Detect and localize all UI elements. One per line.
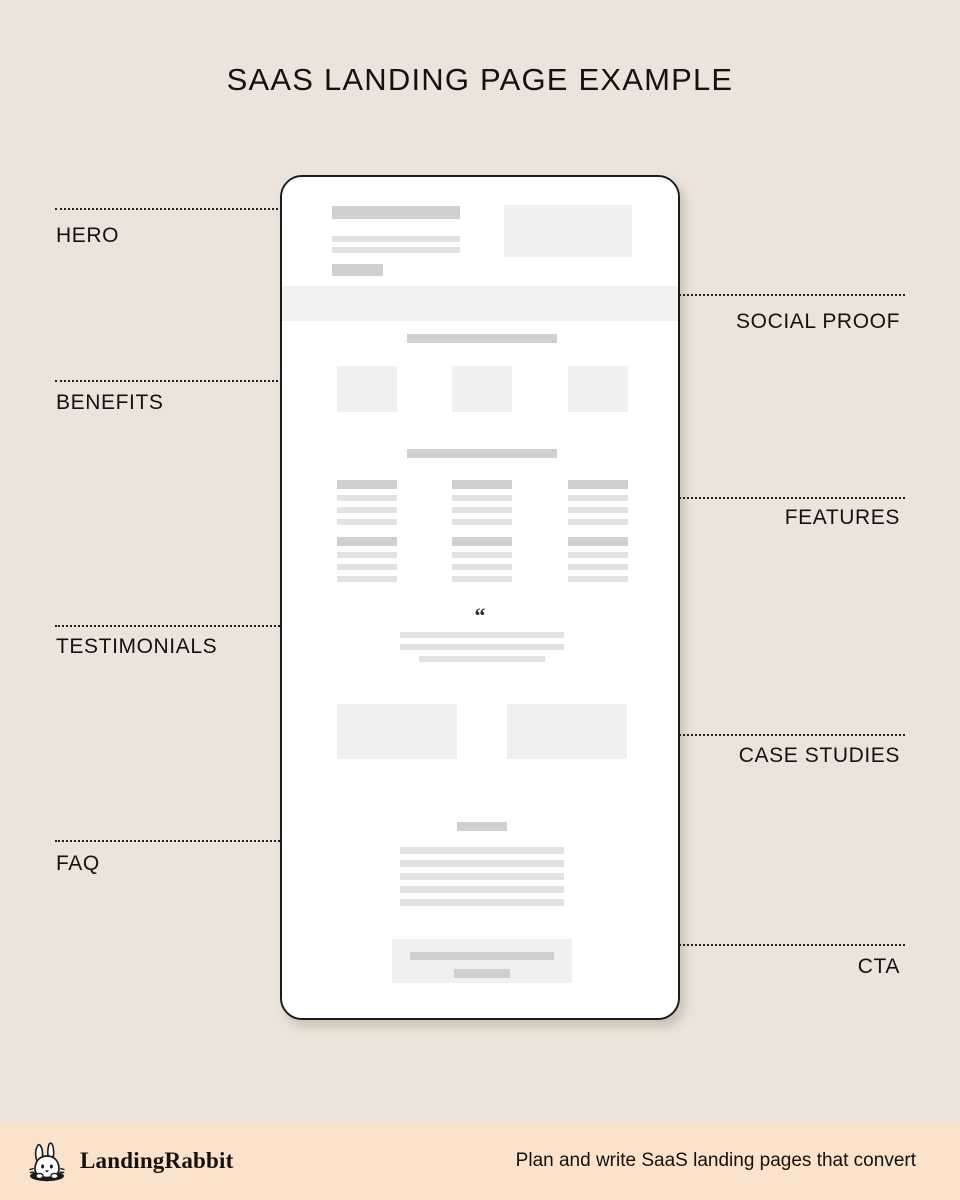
wireframe-feature-heading xyxy=(568,480,628,489)
wireframe-feature-line xyxy=(337,495,397,501)
wireframe-feature-line xyxy=(568,564,628,570)
wireframe-screen: “ xyxy=(282,177,678,1018)
annotation-label-features: FEATURES xyxy=(784,506,900,529)
wireframe-hero-button xyxy=(332,264,383,276)
leader-line-faq xyxy=(55,840,320,842)
footer-tagline: Plan and write SaaS landing pages that c… xyxy=(515,1150,916,1171)
wireframe-hero-heading xyxy=(332,206,460,219)
annotation-label-cta: CTA xyxy=(857,955,900,978)
wireframe-feature-heading xyxy=(337,480,397,489)
wireframe-testimonial-line xyxy=(400,644,564,650)
wireframe-faq-heading xyxy=(457,822,507,831)
wireframe-feature-line xyxy=(568,519,628,525)
wireframe-feature-line xyxy=(337,519,397,525)
wireframe-faq-row xyxy=(400,860,564,867)
rabbit-icon xyxy=(24,1139,70,1183)
wireframe-cta-heading xyxy=(410,952,554,960)
brand-lockup: LandingRabbit xyxy=(24,1139,233,1183)
wireframe-feature-line xyxy=(337,564,397,570)
wireframe-feature-heading xyxy=(337,537,397,546)
wireframe-case-study-card xyxy=(337,704,457,759)
leader-line-hero xyxy=(55,208,310,210)
wireframe-testimonial-line xyxy=(419,656,545,662)
wireframe-social-proof-band xyxy=(282,286,678,321)
wireframe-faq-row xyxy=(400,847,564,854)
wireframe-feature-line xyxy=(452,519,512,525)
wireframe-feature-line xyxy=(568,495,628,501)
wireframe-testimonial-line xyxy=(400,632,564,638)
wireframe-feature-line xyxy=(452,576,512,582)
wireframe-feature-heading xyxy=(452,480,512,489)
wireframe-feature-line xyxy=(337,576,397,582)
leader-line-benefits xyxy=(55,380,310,382)
wireframe-hero-image xyxy=(504,205,632,257)
wireframe-features-heading xyxy=(407,449,557,458)
wireframe-benefit-card xyxy=(568,366,628,412)
wireframe-benefits-heading xyxy=(407,334,557,343)
annotation-label-hero: HERO xyxy=(56,224,120,247)
leader-line-social-proof xyxy=(640,294,905,296)
wireframe-faq-row xyxy=(400,873,564,880)
wireframe-feature-line xyxy=(568,576,628,582)
annotation-label-case-studies: CASE STUDIES xyxy=(738,744,900,767)
footer-bar: LandingRabbit Plan and write SaaS landin… xyxy=(0,1122,960,1200)
leader-line-case-studies xyxy=(640,734,905,736)
annotation-label-testimonials: TESTIMONIALS xyxy=(56,635,218,658)
annotation-label-faq: FAQ xyxy=(56,852,100,875)
wireframe-benefit-card xyxy=(337,366,397,412)
wireframe-case-study-card xyxy=(507,704,627,759)
brand-name: LandingRabbit xyxy=(80,1148,234,1173)
wireframe-feature-line xyxy=(568,507,628,513)
wireframe-feature-line xyxy=(452,507,512,513)
wireframe-faq-row xyxy=(400,886,564,893)
leader-line-cta xyxy=(640,944,905,946)
wireframe-cta-button xyxy=(454,969,510,978)
wireframe-feature-line xyxy=(337,552,397,558)
wireframe-benefit-card xyxy=(452,366,512,412)
leader-line-testimonials xyxy=(55,625,320,627)
page-title: SAAS LANDING PAGE EXAMPLE xyxy=(226,62,734,97)
wireframe-faq-row xyxy=(400,899,564,906)
wireframe-feature-heading xyxy=(568,537,628,546)
wireframe-hero-line xyxy=(332,236,460,242)
leader-line-features xyxy=(640,497,905,499)
wireframe-hero-line xyxy=(332,247,460,253)
wireframe-feature-line xyxy=(337,507,397,513)
wireframe-feature-line xyxy=(452,495,512,501)
wireframe-feature-heading xyxy=(452,537,512,546)
phone-mockup: “ xyxy=(280,175,680,1020)
wireframe-feature-line xyxy=(452,564,512,570)
annotation-label-social-proof: SOCIAL PROOF xyxy=(736,310,900,333)
wireframe-feature-line xyxy=(452,552,512,558)
wireframe-feature-line xyxy=(568,552,628,558)
annotation-label-benefits: BENEFITS xyxy=(56,391,164,414)
quote-mark-icon: “ xyxy=(474,603,486,628)
